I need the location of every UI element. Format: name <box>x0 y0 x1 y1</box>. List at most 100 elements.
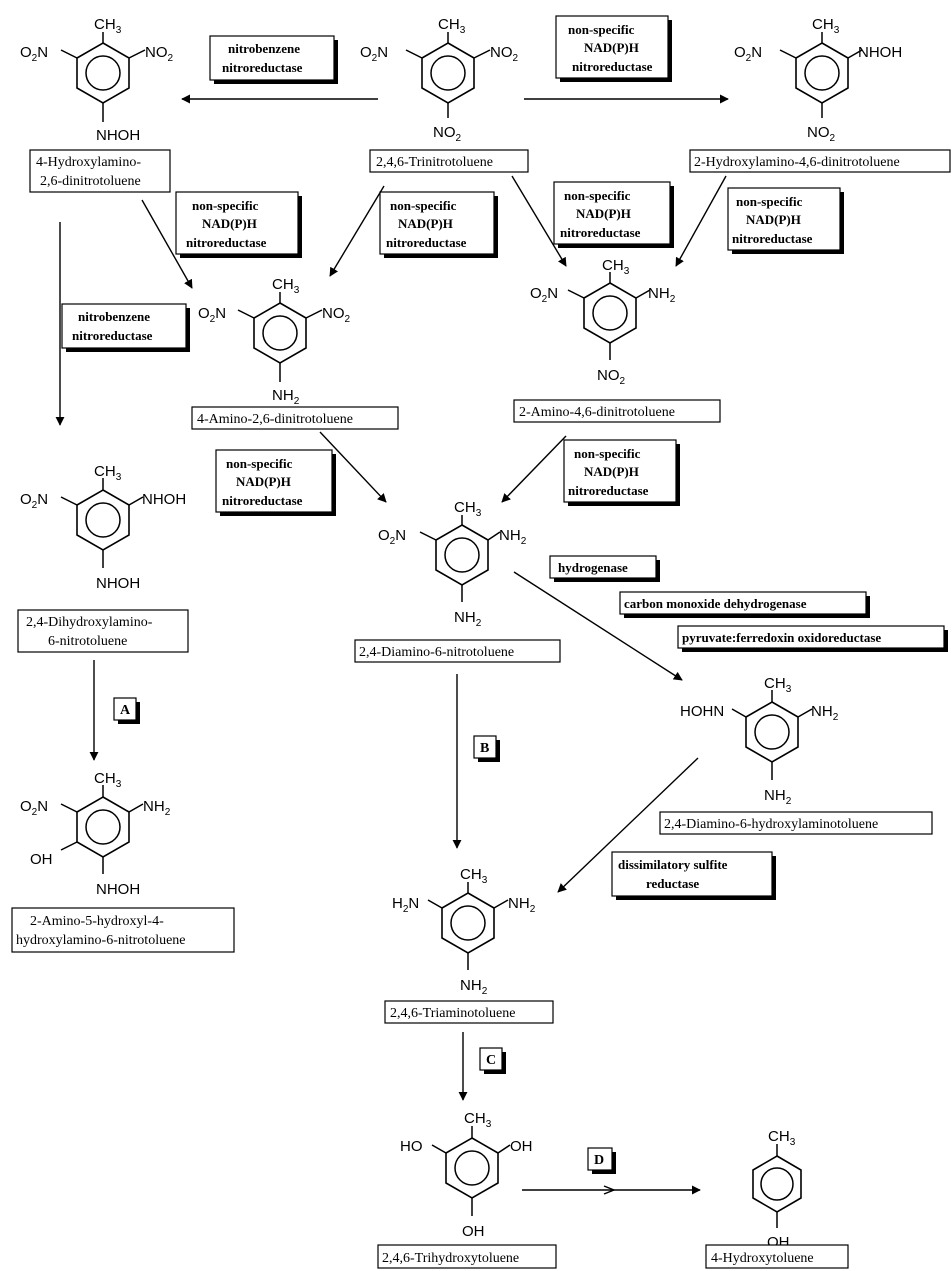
svg-text:nitroreductase: nitroreductase <box>186 235 267 250</box>
svg-text:nitroreductase: nitroreductase <box>222 493 303 508</box>
nh2-label: NH2 <box>454 609 482 629</box>
svg-text:hydrogenase: hydrogenase <box>558 560 628 575</box>
arrow-tnt-to-adnt2 <box>511 175 567 267</box>
o2n-label: O2N <box>734 44 762 64</box>
svg-text:2,4,6-Trinitrotoluene: 2,4,6-Trinitrotoluene <box>376 155 493 170</box>
tnt-structure: CH3 O2N NO2 NO2 <box>360 16 519 144</box>
adnt4-structure: CH3 O2N NO2 NH2 <box>198 276 351 407</box>
svg-text:nitrobenzene: nitrobenzene <box>78 309 150 324</box>
ho-label: HO <box>400 1138 423 1155</box>
svg-text:2-Hydroxylamino-4,6-dinitrotol: 2-Hydroxylamino-4,6-dinitrotoluene <box>694 155 900 170</box>
ch3-label: CH3 <box>768 1128 796 1148</box>
ch3-label: CH3 <box>94 463 122 483</box>
o2n-label: O2N <box>20 798 48 818</box>
no2-label: NO2 <box>490 44 519 64</box>
svg-text:4-Hydroxytoluene: 4-Hydroxytoluene <box>711 1251 814 1266</box>
arrow-adnt4-to-dant <box>319 431 387 503</box>
ch3-label: CH3 <box>602 257 630 277</box>
svg-text:2,6-dinitrotoluene: 2,6-dinitrotoluene <box>40 174 141 189</box>
nh2-label: NH2 <box>508 895 536 915</box>
svg-text:B: B <box>480 741 489 756</box>
ch3-label: CH3 <box>454 499 482 519</box>
svg-text:NAD(P)H: NAD(P)H <box>398 216 453 231</box>
compound-name-hadnt4: 4-Hydroxylamino- 2,6-dinitrotoluene <box>29 149 171 193</box>
o2n-label: O2N <box>20 44 48 64</box>
step-label-c: C <box>479 1047 506 1074</box>
enzyme-dsr: dissimilatory sulfite reductase <box>611 851 776 900</box>
nhoh-label: NHOH <box>142 491 186 508</box>
hydroxytoluene-structure: CH3 OH <box>752 1128 802 1251</box>
enzyme-nonspecific-far-right: non-specific NAD(P)H nitroreductase <box>727 187 844 254</box>
enzyme-hydrogenase: hydrogenase <box>549 555 660 582</box>
enzyme-codh: carbon monoxide dehydrogenase <box>619 591 870 618</box>
enzyme-nitrobenzene-2: nitrobenzene nitroreductase <box>61 303 190 352</box>
enzyme-nitrobenzene-1: nitrobenzene nitroreductase <box>209 35 338 84</box>
nh2-label: NH2 <box>764 787 792 807</box>
oh-label: OH <box>510 1138 533 1155</box>
enzyme-pfor: pyruvate:ferredoxin oxidoreductase <box>677 625 948 652</box>
step-label-b: B <box>473 735 500 762</box>
svg-text:2,4,6-Triaminotoluene: 2,4,6-Triaminotoluene <box>390 1006 515 1021</box>
svg-text:NAD(P)H: NAD(P)H <box>576 206 631 221</box>
svg-text:4-Amino-2,6-dinitrotoluene: 4-Amino-2,6-dinitrotoluene <box>197 412 353 427</box>
compound-name-adnt2: 2-Amino-4,6-dinitrotoluene <box>513 399 721 423</box>
nhoh-label: NHOH <box>96 127 140 144</box>
compound-name-hydroxytoluene: 4-Hydroxytoluene <box>705 1244 849 1269</box>
step-label-a: A <box>113 697 140 724</box>
compound-name-dahat: 2,4-Diamino-6-hydroxylaminotoluene <box>659 811 933 835</box>
svg-text:NAD(P)H: NAD(P)H <box>746 212 801 227</box>
tat-structure: CH3 H2N NH2 NH2 <box>392 866 536 997</box>
o2n-label: O2N <box>378 527 406 547</box>
svg-text:D: D <box>594 1153 604 1168</box>
dant-structure: CH3 O2N NH2 NH2 <box>378 499 527 629</box>
h2n-label: H2N <box>392 895 419 915</box>
svg-text:dissimilatory sulfite: dissimilatory sulfite <box>618 857 728 872</box>
svg-text:NAD(P)H: NAD(P)H <box>236 474 291 489</box>
arrow-hadnt2-to-adnt2 <box>675 175 727 267</box>
no2-label: NO2 <box>322 305 351 325</box>
tht-structure: CH3 HO OH OH <box>400 1110 533 1240</box>
step-label-d: D <box>587 1147 616 1174</box>
arrow-adnt2-to-dant <box>501 435 567 503</box>
ch3-label: CH3 <box>764 675 792 695</box>
ch3-label: CH3 <box>438 16 466 36</box>
ahhnt-structure: CH3 O2N NH2 OH NHOH <box>20 770 171 898</box>
svg-text:nitroreductase: nitroreductase <box>222 60 303 75</box>
svg-text:2-Amino-5-hydroxyl-4-: 2-Amino-5-hydroxyl-4- <box>30 914 164 929</box>
svg-text:6-nitrotoluene: 6-nitrotoluene <box>48 634 127 649</box>
nhoh-label: NHOH <box>96 575 140 592</box>
compound-name-tht: 2,4,6-Trihydroxytoluene <box>377 1244 557 1269</box>
svg-text:A: A <box>120 703 131 718</box>
enzyme-nonspecific-top-right: non-specific NAD(P)H nitroreductase <box>555 15 672 82</box>
svg-text:C: C <box>486 1053 496 1068</box>
arrow-tnt-to-adnt4 <box>329 185 385 277</box>
svg-text:2,4,6-Trihydroxytoluene: 2,4,6-Trihydroxytoluene <box>382 1251 519 1266</box>
svg-text:4-Hydroxylamino-: 4-Hydroxylamino- <box>36 155 141 170</box>
o2n-label: O2N <box>198 305 226 325</box>
svg-text:nitroreductase: nitroreductase <box>572 59 653 74</box>
arrow-dahat-to-tat <box>557 757 699 893</box>
svg-text:pyruvate:ferredoxin oxidoreduc: pyruvate:ferredoxin oxidoreductase <box>682 630 881 645</box>
nh2-label: NH2 <box>648 285 676 305</box>
hadnt4-structure: CH3 O2N NO2 NHOH <box>20 16 174 144</box>
o2n-label: O2N <box>360 44 388 64</box>
compound-name-hadnt2: 2-Hydroxylamino-4,6-dinitrotoluene <box>689 149 951 173</box>
svg-text:nitrobenzene: nitrobenzene <box>228 41 300 56</box>
dahat-structure: CH3 HOHN NH2 NH2 <box>680 675 839 807</box>
svg-text:reductase: reductase <box>646 876 699 891</box>
hadnt2-structure: CH3 O2N NHOH NO2 <box>734 16 902 144</box>
o2n-label: O2N <box>20 491 48 511</box>
compound-name-dant: 2,4-Diamino-6-nitrotoluene <box>354 639 561 663</box>
nh2-label: NH2 <box>272 387 300 407</box>
svg-text:nitroreductase: nitroreductase <box>386 235 467 250</box>
ch3-label: CH3 <box>464 1110 492 1130</box>
compound-name-tat: 2,4,6-Triaminotoluene <box>384 1000 554 1024</box>
nh2-label: NH2 <box>460 977 488 997</box>
nh2-label: NH2 <box>499 527 527 547</box>
compound-name-dhant: 2,4-Dihydroxylamino- 6-nitrotoluene <box>17 609 189 653</box>
arrow-dant-to-dahat <box>513 571 683 681</box>
nh2-label: NH2 <box>811 703 839 723</box>
svg-text:non-specific: non-specific <box>736 194 803 209</box>
enzyme-nonspecific-left-1: non-specific NAD(P)H nitroreductase <box>175 191 302 258</box>
